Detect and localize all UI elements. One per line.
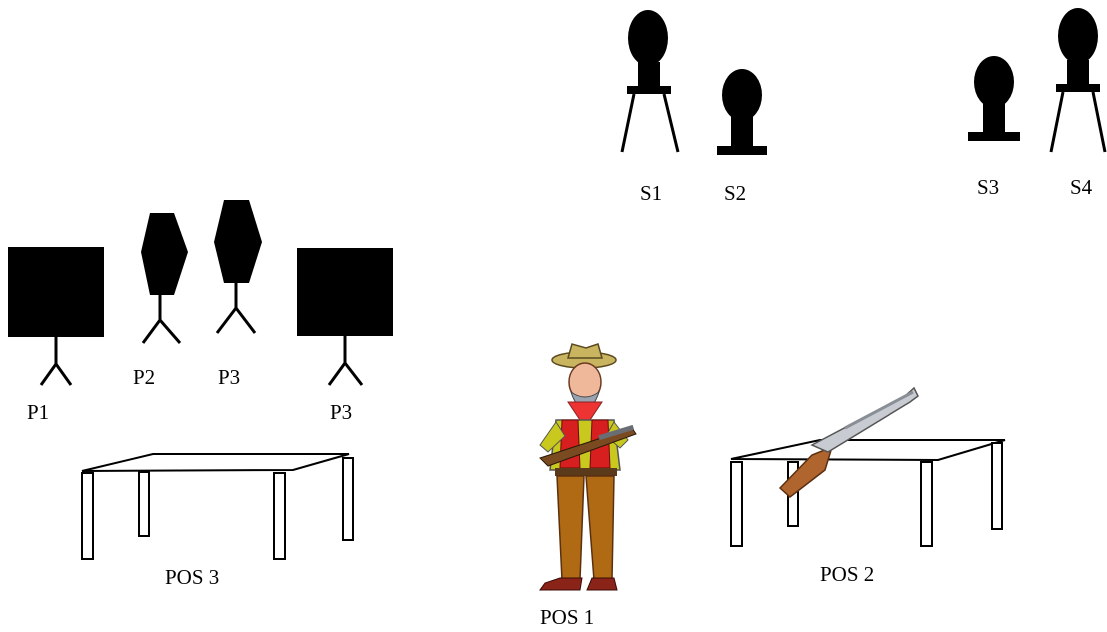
steel-target-s3: [968, 56, 1020, 141]
paper-target-p3-square: [297, 248, 393, 386]
steel-target-s1: [620, 10, 680, 153]
label-pos3: POS 3: [165, 565, 220, 589]
shotgun-icon: [778, 386, 919, 498]
label-p1: P1: [27, 400, 50, 424]
label-s2: S2: [724, 181, 747, 205]
steel-target-s2: [717, 69, 767, 155]
cowboy-shooter-icon: [539, 343, 637, 591]
table-with-shotgun-icon: [730, 386, 1006, 547]
label-p3-square: P3: [330, 400, 353, 424]
label-s4: S4: [1070, 175, 1093, 199]
paper-target-p3: [214, 200, 262, 334]
label-p3: P3: [218, 365, 241, 389]
paper-target-p1: [8, 247, 104, 386]
table-icon: [81, 453, 354, 560]
label-pos2: POS 2: [820, 562, 875, 586]
paper-target-p2: [141, 213, 188, 344]
label-s1: S1: [640, 181, 663, 205]
label-s3: S3: [977, 175, 1000, 199]
label-pos1: POS 1: [540, 605, 595, 629]
steel-target-s4: [1049, 8, 1107, 153]
label-p2: P2: [133, 365, 156, 389]
